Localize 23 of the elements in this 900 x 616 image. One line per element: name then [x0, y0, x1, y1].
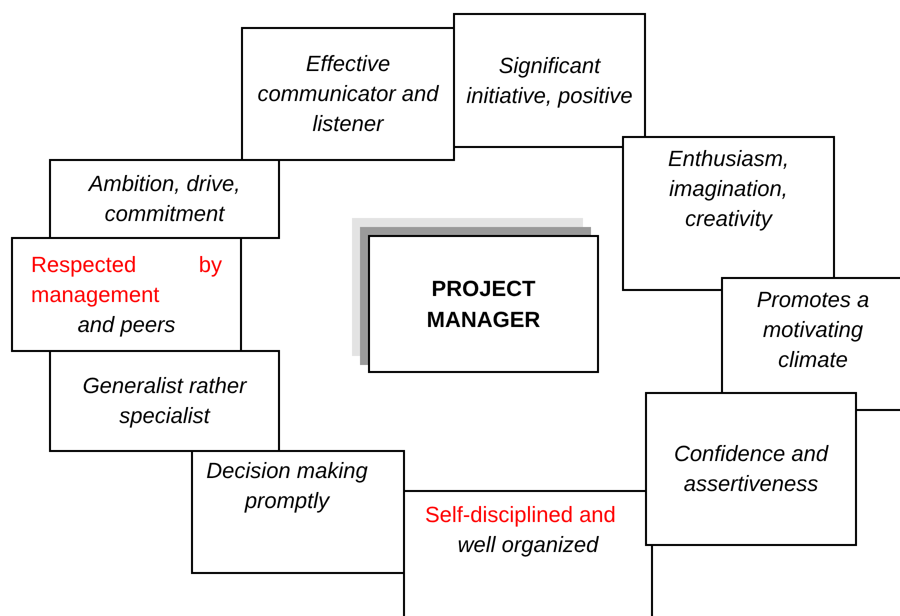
trait-box [403, 490, 653, 616]
trait-box [622, 136, 835, 291]
trait-text: PROJECT MANAGER [426, 275, 542, 334]
trait-text: Promotes a motivating climate [756, 286, 870, 374]
trait-box [11, 237, 242, 352]
trait-text: Effective communicator and listener [256, 50, 440, 138]
trait-box [49, 159, 280, 239]
trait-box [191, 450, 405, 574]
trait-text: Respected by management [31, 250, 222, 309]
trait-text: Generalist rather specialist [82, 372, 248, 430]
trait-text: Self-disciplined and [425, 501, 617, 529]
trait-text: Decision making promptly [205, 457, 369, 515]
trait-text: Enthusiasm, imagination, creativity [666, 145, 790, 233]
trait-text: Ambition, drive, commitment [86, 170, 242, 228]
trait-box [241, 27, 455, 161]
trait-box [645, 392, 857, 546]
trait-text: Significant initiative, positive [465, 52, 634, 110]
trait-text: Confidence and assertiveness [672, 440, 830, 498]
central-box [368, 235, 599, 373]
trait-text: well organized [458, 531, 598, 559]
trait-box [453, 13, 646, 148]
trait-text: and peers [78, 310, 176, 339]
trait-box [49, 350, 280, 452]
